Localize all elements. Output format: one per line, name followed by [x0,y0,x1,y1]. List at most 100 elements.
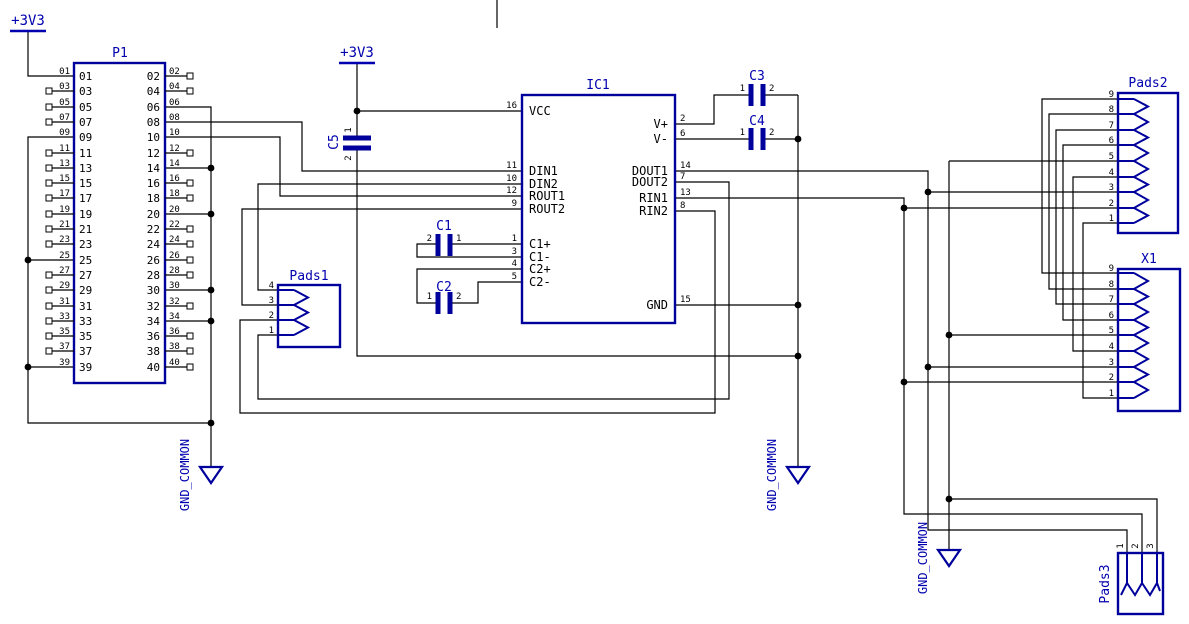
unconnected-pad-icon [186,332,194,340]
zigzag-pads-icon [1120,580,1161,597]
component-ref[interactable]: C3 [749,69,765,84]
component-body[interactable] [1116,91,1180,235]
wire-segment[interactable] [27,31,74,77]
component-body[interactable] [276,283,342,349]
component-body[interactable] [520,93,677,325]
component-ref[interactable]: Pads2 [1128,76,1167,91]
component-ref[interactable]: C1 [436,219,452,234]
power-flag-3v3[interactable]: +3V3 [10,13,46,33]
pin-number: 1 [1109,389,1114,399]
pin-number: 26 [169,251,180,261]
component-body[interactable] [72,61,167,385]
wire-segment[interactable] [416,243,522,258]
pin-number: 8 [680,201,685,211]
pin-number: 3 [1146,543,1156,548]
wire-segment[interactable] [1072,176,1118,352]
pin-name: C1+ [529,237,551,251]
pin-number: 38 [169,342,180,352]
pin-number: 1 [344,127,354,132]
junction-dot [945,331,953,339]
pin-name: C1- [529,250,551,264]
wire-segment[interactable] [27,136,211,424]
unconnected-pad-icon [186,240,194,248]
pin-name: RIN2 [639,204,668,218]
pin-number: 7 [1109,121,1114,131]
power-flag-3v3[interactable]: +3V3 [339,45,375,65]
pin-label: 26 [147,254,160,267]
component-body[interactable] [1116,267,1182,413]
wire-segment[interactable] [257,183,522,291]
pin-number: 34 [169,312,180,322]
ground-label: GND_COMMON [916,522,930,594]
component-ref[interactable]: P1 [112,46,128,61]
wire-segment[interactable] [257,181,730,400]
wire-segment[interactable] [675,197,1143,553]
wire-segment[interactable] [675,94,750,125]
pin-number: 1 [740,128,745,138]
power-label: +3V3 [340,45,374,61]
component-ref[interactable]: Pads1 [289,269,328,284]
pin-number: 27 [59,266,70,276]
wire-segment[interactable] [165,121,522,172]
wire-segment[interactable] [675,170,1128,553]
component-ref[interactable]: IC1 [586,78,609,93]
pin-number: 5 [1109,152,1114,162]
pin-number: 25 [59,251,70,261]
wire-segment[interactable] [1041,98,1118,274]
wire-segment[interactable] [1062,144,1118,321]
pin-number: 1 [1116,543,1126,548]
wire-segment[interactable] [1082,222,1118,399]
pin-name: C2- [529,275,551,289]
pin-label: 25 [79,254,92,267]
pin-label: 11 [79,147,92,160]
pin-label: 18 [147,192,160,205]
pin-name: ROUT1 [529,189,565,203]
wire-segment[interactable] [165,106,212,467]
wire-segment[interactable] [239,210,716,414]
wire-segment[interactable] [241,208,522,306]
pin-label: 06 [147,101,160,114]
pin-label: 05 [79,101,92,114]
junction-dot [924,188,932,196]
wire-segment[interactable] [356,148,798,357]
junction-dot [900,378,908,386]
pin-label: 22 [147,223,160,236]
ground-flag[interactable]: GND_COMMON [765,439,812,511]
component-ref[interactable]: Pads3 [1098,564,1113,603]
pin-number: 14 [680,161,691,171]
wire-segment[interactable] [1055,129,1118,305]
wire-segment[interactable] [416,268,522,304]
pin-number: 10 [506,174,517,184]
component-body[interactable] [1116,551,1165,616]
component-ref[interactable]: C5 [327,134,342,150]
component-ref[interactable]: C2 [436,280,452,295]
pin-label: 39 [79,361,92,374]
pin-name: ROUT2 [529,202,565,216]
unconnected-pad-icon [45,210,53,218]
ground-flag[interactable]: GND_COMMON [916,522,963,594]
pin-number: 4 [1109,168,1114,178]
component-ref[interactable]: C4 [749,114,765,129]
wire-segment[interactable] [949,498,1158,553]
pin-number: 1 [456,234,461,244]
pin-number: 2 [456,292,461,302]
ground-flag[interactable]: GND_COMMON [178,439,225,511]
wire-segment[interactable] [165,136,522,197]
ground-triangle-icon [197,465,225,485]
pin-name: GND [646,298,668,312]
unconnected-pad-icon [186,194,194,202]
wire-segment[interactable] [451,281,522,304]
pin-label: 24 [147,238,161,251]
component-ref[interactable]: X1 [1141,252,1157,267]
